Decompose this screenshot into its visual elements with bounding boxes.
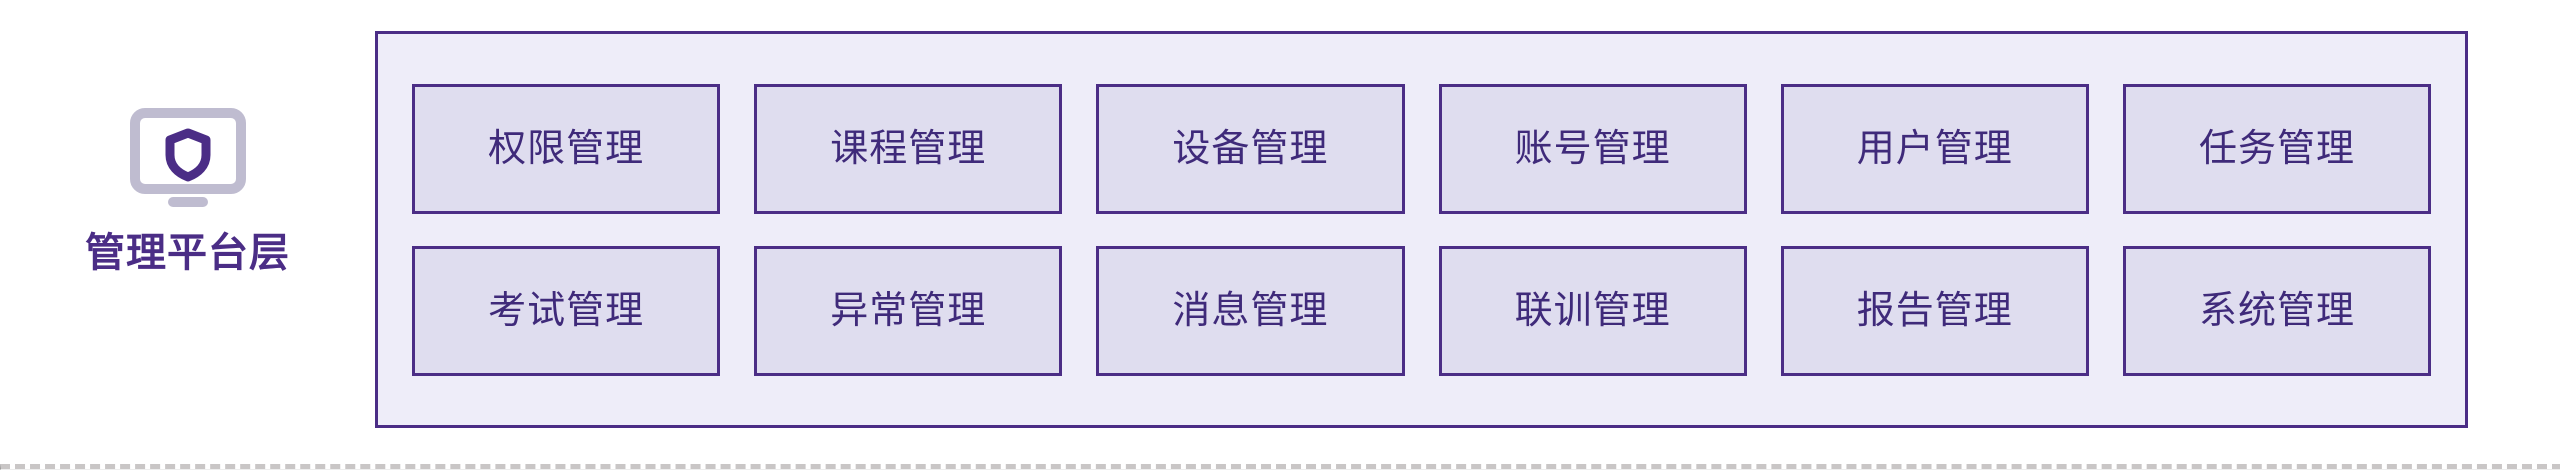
module-card-label: 考试管理 bbox=[488, 289, 645, 332]
module-card-label: 账号管理 bbox=[1514, 127, 1671, 170]
module-card-message[interactable]: 消息管理 bbox=[1096, 245, 1405, 376]
module-card-label: 设备管理 bbox=[1172, 127, 1329, 170]
module-card-exam[interactable]: 考试管理 bbox=[412, 245, 721, 376]
module-card-course[interactable]: 课程管理 bbox=[754, 83, 1063, 214]
layer-title: 管理平台层 bbox=[85, 231, 290, 275]
module-card-label: 报告管理 bbox=[1856, 289, 2013, 332]
module-card-label: 联训管理 bbox=[1514, 289, 1671, 332]
module-card-label: 系统管理 bbox=[2198, 289, 2355, 332]
module-card-label: 任务管理 bbox=[2198, 127, 2355, 170]
module-card-exception[interactable]: 异常管理 bbox=[754, 245, 1063, 376]
monitor-shield-icon bbox=[129, 108, 246, 212]
module-card-label: 用户管理 bbox=[1856, 127, 2013, 170]
module-card-label: 课程管理 bbox=[830, 127, 987, 170]
module-grid-row-1: 权限管理 课程管理 设备管理 账号管理 用户管理 任务管理 bbox=[412, 83, 2432, 214]
module-card-permission[interactable]: 权限管理 bbox=[412, 83, 721, 214]
module-card-joint-training[interactable]: 联训管理 bbox=[1438, 245, 1747, 376]
module-card-account[interactable]: 账号管理 bbox=[1438, 83, 1747, 214]
module-card-label: 消息管理 bbox=[1172, 289, 1329, 332]
module-card-device[interactable]: 设备管理 bbox=[1096, 83, 1405, 214]
section-divider bbox=[0, 464, 2560, 470]
module-card-label: 权限管理 bbox=[488, 127, 645, 170]
module-card-label: 异常管理 bbox=[830, 289, 987, 332]
module-card-report[interactable]: 报告管理 bbox=[1780, 245, 2089, 376]
module-card-system[interactable]: 系统管理 bbox=[2122, 245, 2432, 376]
module-card-task[interactable]: 任务管理 bbox=[2122, 83, 2432, 214]
module-grid: 权限管理 课程管理 设备管理 账号管理 用户管理 任务管理 bbox=[412, 60, 2432, 399]
layer-label-block: 管理平台层 bbox=[0, 0, 375, 472]
module-card-user[interactable]: 用户管理 bbox=[1780, 83, 2089, 214]
module-grid-row-2: 考试管理 异常管理 消息管理 联训管理 报告管理 系统管理 bbox=[412, 245, 2432, 376]
module-panel: 权限管理 课程管理 设备管理 账号管理 用户管理 任务管理 bbox=[375, 31, 2468, 428]
